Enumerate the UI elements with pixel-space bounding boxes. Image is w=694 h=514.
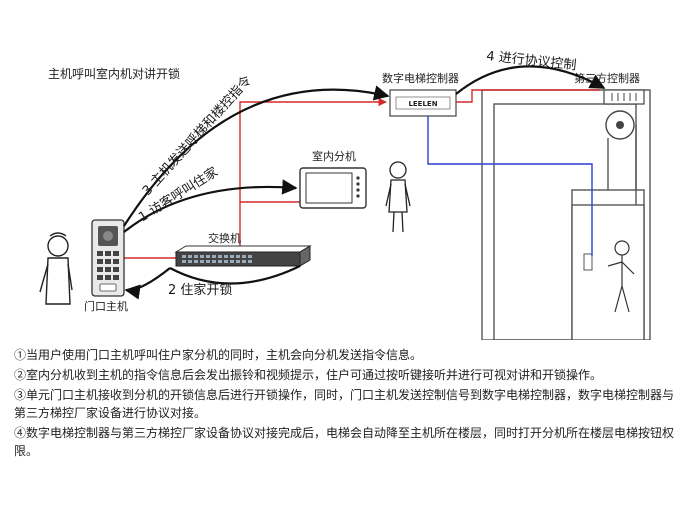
elevator-controller-label: 数字电梯控制器 [382,71,459,85]
red-wiring [124,89,600,259]
explanation-notes: ①当用户使用门口主机呼叫住户家分机的同时，主机会向分机发送指令信息。 ②室内分机… [14,346,682,462]
flow-label-step2: 2 住家开锁 [168,282,232,298]
indoor-monitor-label: 室内分机 [312,149,356,163]
elevator-controller: LEELEN [389,89,457,117]
note-1: ①当用户使用门口主机呼叫住户家分机的同时，主机会向分机发送指令信息。 [14,348,423,362]
resident-figure [385,161,411,233]
third-party-controller [603,89,645,105]
network-switch [174,245,312,267]
elevator-controller-brand: LEELEN [408,100,437,108]
switch-label: 交换机 [208,231,241,245]
flow-curve-4 [455,65,606,95]
blue-wiring [427,116,593,256]
pulley-icon [605,110,635,140]
passenger-figure [607,240,635,313]
diagram-title: 主机呼叫室内机对讲开锁 [48,66,180,81]
flow-curve-2 [124,267,171,300]
flow-curve-3 [123,85,390,227]
note-2: ②室内分机收到主机的指令信息后会发出振铃和视频提示，住户可通过按听键接听并进行可… [14,368,603,382]
door-station-label: 门口主机 [84,299,128,313]
note-4: ④数字电梯控制器与第三方梯控厂家设备协议对接完成后，电梯会自动降至主机所在楼层，… [14,426,675,458]
visitor-figure [39,232,73,305]
door-station [91,219,125,297]
flow-curve-1 [123,179,298,233]
system-diagram: 主机呼叫室内机对讲开锁 第三方控制器 LEELEN 数字电梯控制器 [39,49,651,340]
note-3: ③单元门口主机接收到分机的开锁信息后进行开锁操作，同时，门口主机发送控制信号到数… [14,388,675,420]
indoor-monitor [299,167,367,209]
